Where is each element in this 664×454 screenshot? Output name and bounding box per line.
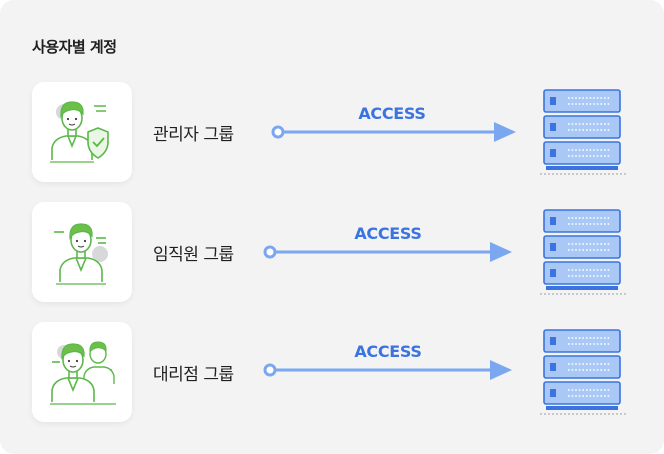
page-title: 사용자별 계정 [32, 38, 117, 56]
access-arrow-agency [263, 360, 512, 380]
employee-person-icon [54, 223, 108, 285]
server-rack-icon [540, 89, 628, 175]
access-label-employee: ACCESS [354, 224, 422, 243]
group-row-employee: 임직원 그룹 ACCESS [0, 202, 664, 302]
group-card-admin [32, 82, 132, 182]
group-row-admin: 관리자 그룹 ACCESS [0, 82, 664, 182]
admin-person-shield-icon [50, 101, 109, 163]
access-label-agency: ACCESS [354, 342, 422, 361]
access-label-admin: ACCESS [358, 104, 426, 123]
group-label-admin: 관리자 그룹 [153, 125, 234, 145]
access-arrow-admin [271, 122, 516, 142]
group-card-employee [32, 202, 132, 302]
group-label-employee: 임직원 그룹 [153, 245, 234, 265]
group-card-agency [32, 322, 132, 422]
access-arrow-employee [263, 242, 512, 262]
group-label-agency: 대리점 그룹 [153, 365, 234, 385]
agency-two-people-icon [50, 341, 116, 405]
server-rack-icon [540, 329, 628, 415]
server-rack-icon [540, 209, 628, 295]
group-row-agency: 대리점 그룹 ACCESS [0, 322, 664, 422]
